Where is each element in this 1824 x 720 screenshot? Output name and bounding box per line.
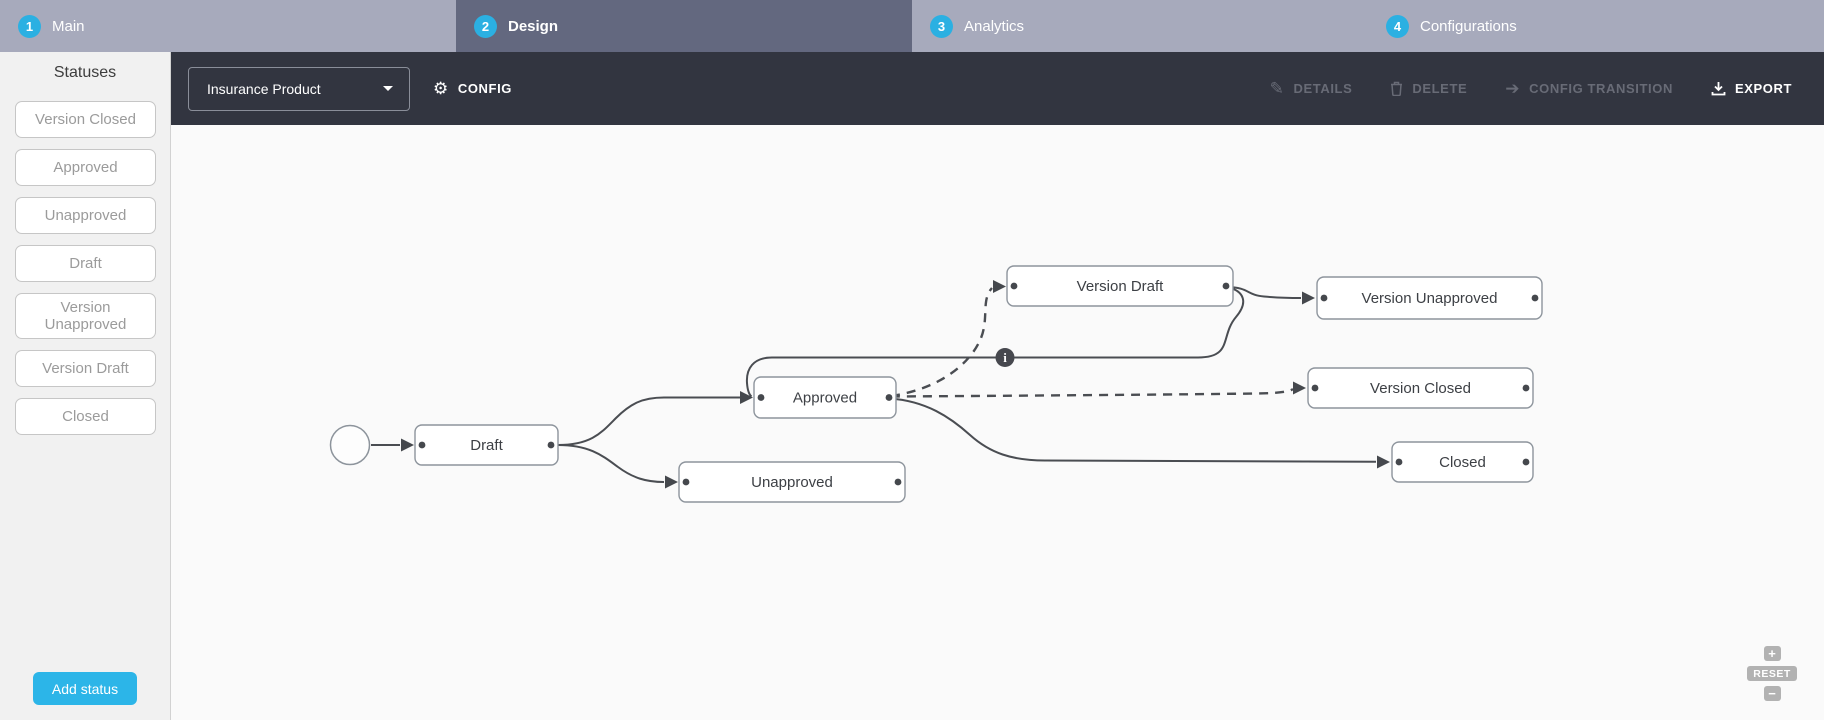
config-transition-button[interactable]: ➔ CONFIG TRANSITION — [1505, 80, 1673, 97]
node-version-closed[interactable]: Version Closed — [1307, 367, 1534, 409]
tab-design[interactable]: 2 Design — [456, 0, 912, 52]
config-button[interactable]: ⚙ CONFIG — [433, 80, 512, 97]
edge-approved-to-version-draft[interactable] — [890, 287, 993, 398]
tab-configurations-label: Configurations — [1420, 17, 1517, 35]
statuses-sidebar: Statuses Version Closed Approved Unappro… — [0, 52, 171, 720]
svg-text:Closed: Closed — [1439, 454, 1486, 471]
arrow-right-icon: ➔ — [1505, 79, 1521, 98]
design-toolbar: Insurance Product ⚙ CONFIG ✎ DETAILS DEL… — [171, 52, 1824, 125]
tab-analytics-label: Analytics — [964, 17, 1025, 35]
status-item-approved[interactable]: Approved — [15, 149, 156, 186]
gear-icon: ⚙ — [433, 79, 449, 98]
edge-version-draft-to-version-unapproved[interactable] — [1226, 286, 1302, 299]
chevron-down-icon — [383, 86, 393, 91]
status-item-unapproved[interactable]: Unapproved — [15, 197, 156, 234]
arrowhead-into-unapproved — [665, 475, 678, 489]
svg-text:Version Closed: Version Closed — [1370, 380, 1471, 397]
svg-text:i: i — [1003, 350, 1007, 365]
status-item-closed[interactable]: Closed — [15, 398, 156, 435]
zoom-out-button[interactable]: − — [1763, 686, 1781, 701]
delete-button-label: DELETE — [1412, 81, 1468, 96]
tab-configurations[interactable]: 4 Configurations — [1368, 0, 1824, 52]
pencil-icon: ✎ — [1269, 79, 1285, 98]
start-node[interactable] — [329, 424, 371, 466]
config-button-label: CONFIG — [457, 81, 512, 96]
svg-text:Draft: Draft — [470, 437, 503, 454]
transition-info-badge[interactable]: i — [995, 348, 1015, 367]
arrowhead-into-version-draft — [993, 280, 1006, 293]
svg-text:Version Draft: Version Draft — [1077, 278, 1165, 295]
node-approved[interactable]: Approved — [753, 376, 897, 419]
edge-draft-to-unapproved[interactable] — [557, 444, 665, 483]
svg-text:Version Unapproved: Version Unapproved — [1362, 290, 1498, 307]
node-unapproved[interactable]: Unapproved — [678, 461, 906, 503]
step-tabbar: 1 Main 2 Design 3 Analytics 4 Configurat… — [0, 0, 1824, 52]
svg-text:Unapproved: Unapproved — [751, 474, 833, 491]
tab-configurations-number: 4 — [1386, 14, 1409, 38]
tab-main-label: Main — [52, 17, 85, 35]
diagram-canvas[interactable] — [171, 125, 1824, 720]
edge-approved-to-closed[interactable] — [889, 397, 1377, 463]
status-item-version-unapproved[interactable]: Version Unapproved — [15, 293, 156, 339]
edge-version-draft-to-approved[interactable] — [745, 286, 1245, 398]
download-icon — [1711, 82, 1726, 96]
zoom-reset-button[interactable]: RESET — [1747, 666, 1797, 681]
status-item-version-draft[interactable]: Version Draft — [15, 350, 156, 387]
node-draft[interactable]: Draft — [414, 424, 559, 466]
edge-approved-to-version-closed[interactable] — [890, 387, 1294, 398]
status-list: Version Closed Approved Unapproved Draft… — [15, 101, 156, 446]
zoom-controls: + RESET − — [1747, 646, 1797, 701]
toolbar-right-group: ✎ DETAILS DELETE ➔ CONFIG TRANSITION EXP… — [1270, 80, 1792, 97]
tab-main-number: 1 — [18, 14, 41, 38]
delete-button[interactable]: DELETE — [1390, 81, 1467, 96]
sidebar-title: Statuses — [53, 64, 117, 81]
node-version-draft[interactable]: Version Draft — [1006, 265, 1234, 307]
details-button-label: DETAILS — [1293, 81, 1353, 96]
tab-analytics-number: 3 — [930, 14, 953, 38]
arrowhead-into-draft — [401, 438, 414, 452]
node-version-unapproved[interactable]: Version Unapproved — [1316, 276, 1543, 320]
arrowhead-into-version-unapproved — [1302, 291, 1315, 305]
config-transition-button-label: CONFIG TRANSITION — [1529, 81, 1673, 96]
status-item-draft[interactable]: Draft — [15, 245, 156, 282]
export-button[interactable]: EXPORT — [1711, 81, 1792, 96]
export-button-label: EXPORT — [1734, 81, 1792, 96]
details-button[interactable]: ✎ DETAILS — [1270, 80, 1353, 97]
zoom-in-button[interactable]: + — [1763, 646, 1781, 661]
product-select[interactable]: Insurance Product — [188, 66, 410, 111]
status-item-version-closed[interactable]: Version Closed — [15, 101, 156, 138]
product-select-value: Insurance Product — [207, 80, 321, 97]
node-closed[interactable]: Closed — [1391, 441, 1534, 483]
arrowhead-into-approved — [740, 391, 753, 404]
add-status-button[interactable]: Add status — [33, 672, 137, 705]
tab-design-label: Design — [508, 17, 559, 35]
tab-main[interactable]: 1 Main — [0, 0, 456, 52]
tab-design-number: 2 — [474, 14, 497, 38]
arrowhead-into-closed — [1377, 455, 1390, 469]
trash-icon — [1391, 81, 1403, 96]
arrowhead-into-version-closed — [1293, 381, 1306, 395]
edge-draft-to-approved[interactable] — [557, 396, 740, 446]
svg-text:Approved: Approved — [793, 390, 857, 407]
tab-analytics[interactable]: 3 Analytics — [912, 0, 1368, 52]
